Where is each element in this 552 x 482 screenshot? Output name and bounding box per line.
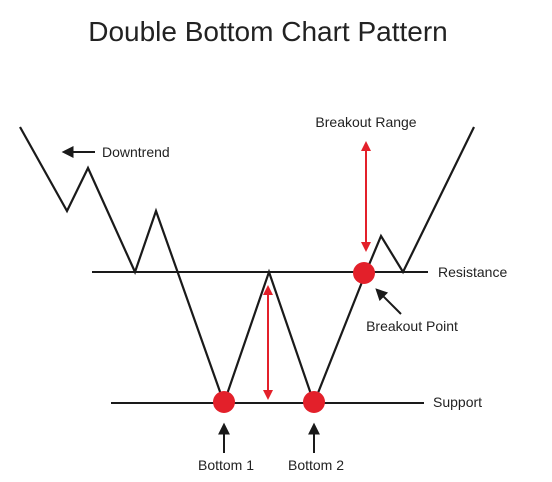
bottom1-dot [213,391,235,413]
breakout-range-label: Breakout Range [315,114,416,130]
bottom2-label: Bottom 2 [288,457,344,473]
support-label: Support [433,394,482,410]
resistance-label: Resistance [438,264,507,280]
price-path-line [19,126,475,407]
downtrend-label: Downtrend [102,144,170,160]
breakout-point-label: Breakout Point [366,318,458,334]
bottom2-dot [303,391,325,413]
breakout-point-arrow [375,288,402,315]
breakout-point-dot [353,262,375,284]
bottom1-label: Bottom 1 [198,457,254,473]
diagram-title: Double Bottom Chart Pattern [88,16,448,47]
